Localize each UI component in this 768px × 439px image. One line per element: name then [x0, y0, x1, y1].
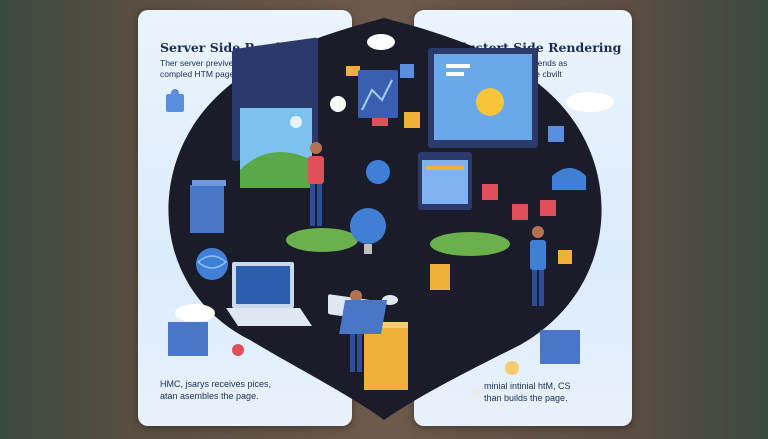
- cloud-icon: [367, 34, 395, 50]
- monitor-landscape: [232, 37, 318, 188]
- puzzle-piece-icon: [512, 204, 528, 220]
- stacked-papers-icon: [190, 185, 224, 233]
- client-side-footer: minial intinial htM, CS than builds the …: [484, 381, 571, 403]
- puzzle-blocks: [339, 264, 450, 390]
- monitor-sun: [428, 48, 538, 148]
- box-stack-icon: [168, 322, 208, 356]
- shield-icon: [366, 160, 390, 184]
- puzzle-piece-icon: [400, 64, 414, 78]
- box-stack-icon: [540, 330, 580, 364]
- server-side-footer: HMC, jsarys receives pices, atan asemble…: [160, 379, 272, 401]
- puzzle-piece-icon: [558, 250, 572, 264]
- globe-icon: [350, 208, 386, 244]
- puzzle-piece-icon: [482, 184, 498, 200]
- person-figure: [308, 142, 324, 226]
- puzzle-piece-icon: [548, 126, 564, 142]
- cloud-icon: [330, 96, 346, 112]
- person-figure: [530, 226, 546, 306]
- puzzle-piece-icon: [346, 66, 360, 76]
- cloud-icon: [566, 92, 614, 112]
- laptop: [226, 262, 312, 326]
- cloud-icon: [552, 168, 586, 190]
- chart-panel: [358, 70, 398, 118]
- globe-icon: [196, 248, 228, 280]
- puzzle-piece-icon: [540, 200, 556, 216]
- puzzle-piece-icon: [404, 112, 420, 128]
- puzzle-piece-icon: [166, 89, 184, 112]
- cloud-icon: [175, 304, 215, 322]
